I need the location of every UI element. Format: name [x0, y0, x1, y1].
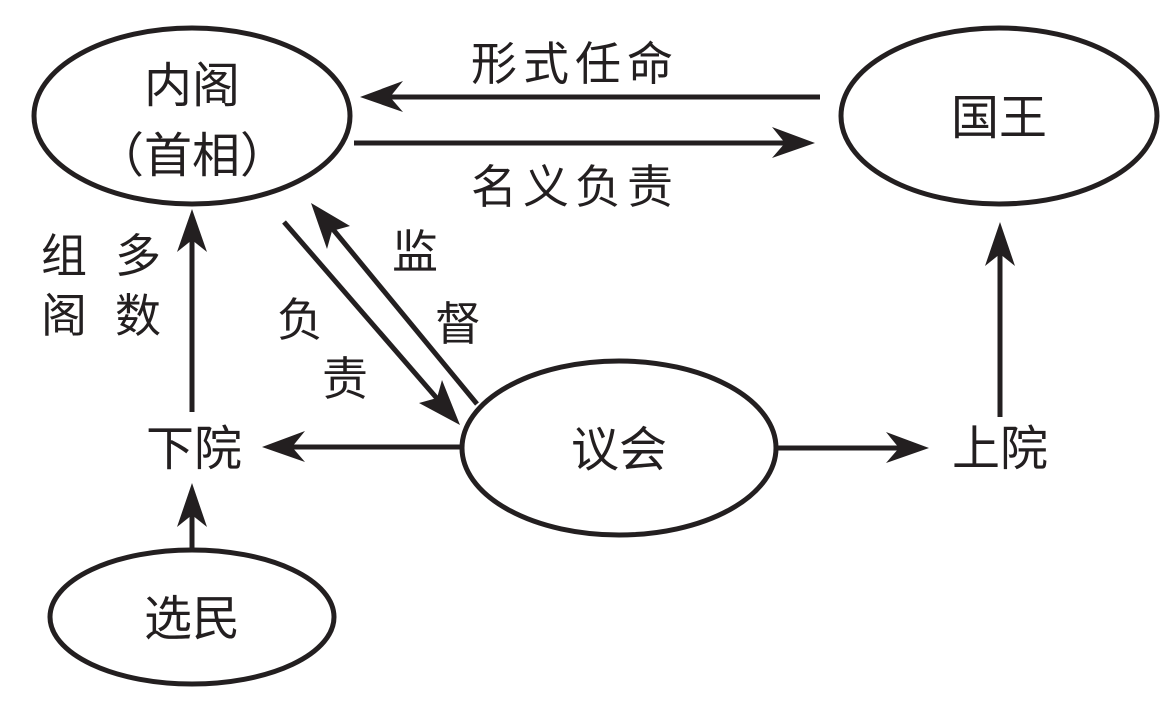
- edge-cabinet-to-king: 名义负责: [354, 127, 815, 214]
- node-parliament: 议会: [459, 358, 779, 538]
- king-label: 国王: [951, 90, 1047, 146]
- edge-label-nominal-responsibility: 名义负责: [471, 160, 679, 214]
- edge-label-char: 督: [435, 297, 481, 351]
- voters-label: 选民: [144, 591, 240, 647]
- edge-label-char: 多: [115, 229, 161, 283]
- arrowhead-right-icon: [886, 432, 929, 463]
- edge-king-to-cabinet: 形式任命: [360, 37, 820, 112]
- edge-label-formal-appointment: 形式任命: [471, 37, 679, 91]
- edge-line: [320, 214, 479, 406]
- arrowhead-up-icon: [177, 483, 207, 527]
- edge-voters-to-lower: [177, 483, 207, 550]
- edge-parliament-to-upper: [776, 432, 929, 463]
- edge-label-char: 组: [41, 229, 87, 283]
- arrowhead-up-left-icon: [311, 203, 350, 249]
- edge-parliament-to-cabinet: 监 督: [311, 203, 481, 406]
- arrowhead-right-icon: [772, 127, 815, 158]
- edge-parliament-to-lower: [262, 431, 461, 462]
- parliament-label: 议会: [571, 422, 667, 478]
- arrowhead-left-icon: [360, 81, 403, 112]
- cabinet-sublabel: （首相）: [96, 128, 288, 184]
- arrowhead-down-right-icon: [419, 380, 460, 425]
- edge-label-char: 监: [392, 225, 438, 279]
- edge-label-char: 数: [115, 289, 161, 343]
- king-ellipse: [838, 25, 1160, 207]
- cabinet-ellipse: [31, 25, 353, 207]
- edge-label-char: 阁: [41, 289, 87, 343]
- node-voters: 选民: [47, 547, 337, 687]
- upper-house-label: 上院: [952, 421, 1048, 477]
- arrowhead-left-icon: [262, 431, 305, 462]
- cabinet-label: 内阁: [144, 58, 240, 114]
- edge-line: [282, 220, 449, 412]
- arrowhead-up-icon: [985, 222, 1015, 266]
- edge-upper-to-king: [985, 222, 1015, 417]
- edge-label-char: 负: [277, 293, 323, 347]
- edge-label-char: 责: [322, 352, 368, 406]
- edge-lower-to-cabinet: 多 数 组 阁: [41, 209, 207, 412]
- lower-house-label: 下院: [146, 421, 242, 477]
- edge-cabinet-to-parliament: 负 责: [277, 220, 460, 425]
- node-king: 国王: [838, 25, 1160, 207]
- node-cabinet: 内阁 （首相）: [31, 25, 353, 207]
- arrowhead-up-icon: [177, 209, 207, 252]
